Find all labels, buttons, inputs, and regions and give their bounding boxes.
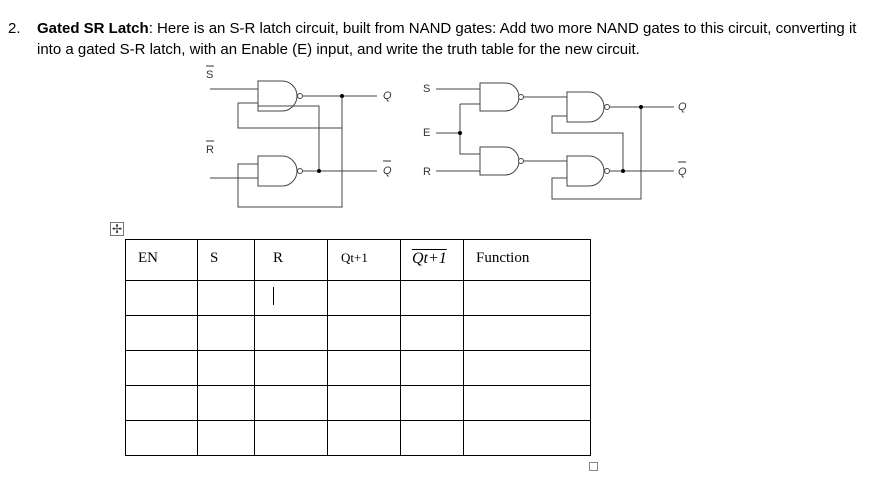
table-cell[interactable] (463, 350, 591, 386)
table-row (125, 350, 591, 386)
header-r[interactable]: R (254, 239, 328, 281)
question-title: Gated SR Latch (37, 20, 149, 37)
question-body: : Here is an S-R latch circuit, built fr… (37, 20, 857, 58)
header-q-bar-next-text: Qt+1 (412, 250, 447, 267)
table-cell[interactable] (463, 280, 591, 316)
table-cell[interactable] (327, 350, 401, 386)
latch-nand-top (257, 80, 298, 112)
question-text: Gated SR Latch: Here is an S-R latch cir… (37, 18, 877, 60)
latch-nand-top-bubble (297, 93, 303, 99)
header-function[interactable]: Function (463, 239, 591, 281)
table-cell[interactable] (125, 385, 198, 421)
gated-label-s: S (423, 83, 430, 95)
header-s[interactable]: S (197, 239, 255, 281)
text-cursor (273, 287, 274, 305)
header-q-bar-next[interactable]: Qt+1 (400, 239, 464, 281)
table-cell[interactable] (254, 280, 328, 316)
latch-nand-bottom (257, 155, 298, 187)
table-cell[interactable] (197, 350, 255, 386)
table-cell[interactable] (254, 350, 328, 386)
gated-nand-latch-top (566, 91, 605, 123)
table-cell[interactable] (400, 420, 464, 456)
table-resize-handle-icon[interactable] (589, 462, 598, 471)
table-row (125, 280, 591, 316)
latch-label-q: Q (383, 90, 392, 102)
table-cell[interactable] (463, 420, 591, 456)
table-cell[interactable] (254, 420, 328, 456)
gated-label-r: R (423, 166, 431, 178)
table-cell[interactable] (125, 280, 198, 316)
table-cell[interactable] (197, 315, 255, 351)
header-en[interactable]: EN (125, 239, 198, 281)
table-cell[interactable] (400, 385, 464, 421)
table-cell[interactable] (125, 315, 198, 351)
table-row (125, 385, 591, 421)
question-number: 2. (8, 20, 21, 37)
table-cell[interactable] (400, 280, 464, 316)
header-q-next[interactable]: Qt+1 (327, 239, 401, 281)
table-cell[interactable] (463, 315, 591, 351)
table-cell[interactable] (327, 385, 401, 421)
table-move-handle-icon[interactable]: ✢ (110, 222, 124, 236)
table-cell[interactable] (327, 315, 401, 351)
latch-label-q-bar: Q (383, 165, 392, 177)
table-cell[interactable] (125, 350, 198, 386)
gated-label-q: Q (678, 101, 687, 113)
table-cell[interactable] (463, 385, 591, 421)
table-cell[interactable] (254, 385, 328, 421)
table-row (125, 420, 591, 456)
table-cell[interactable] (400, 350, 464, 386)
table-cell[interactable] (327, 280, 401, 316)
table-row (125, 315, 591, 351)
table-cell[interactable] (197, 280, 255, 316)
gated-nand-input-bottom (479, 146, 520, 176)
table-cell[interactable] (197, 385, 255, 421)
table-cell[interactable] (327, 420, 401, 456)
gated-label-e: E (423, 127, 430, 139)
table-header-row: EN S R Qt+1 Qt+1 Function (125, 239, 591, 281)
table-cell[interactable] (400, 315, 464, 351)
table-cell[interactable] (125, 420, 198, 456)
truth-table: EN S R Qt+1 Qt+1 Function (125, 239, 591, 456)
circuit-diagrams: S R Q Q S E R Q Q (206, 65, 687, 208)
table-cell[interactable] (254, 315, 328, 351)
gated-nand-input-top (479, 82, 520, 112)
table-cell[interactable] (197, 420, 255, 456)
latch-label-r-bar: R (206, 144, 214, 156)
latch-label-s-bar: S (206, 69, 213, 81)
gated-label-q-bar: Q (678, 166, 687, 178)
latch-nand-bottom-bubble (297, 168, 303, 174)
gated-nand-latch-bottom (566, 155, 605, 187)
